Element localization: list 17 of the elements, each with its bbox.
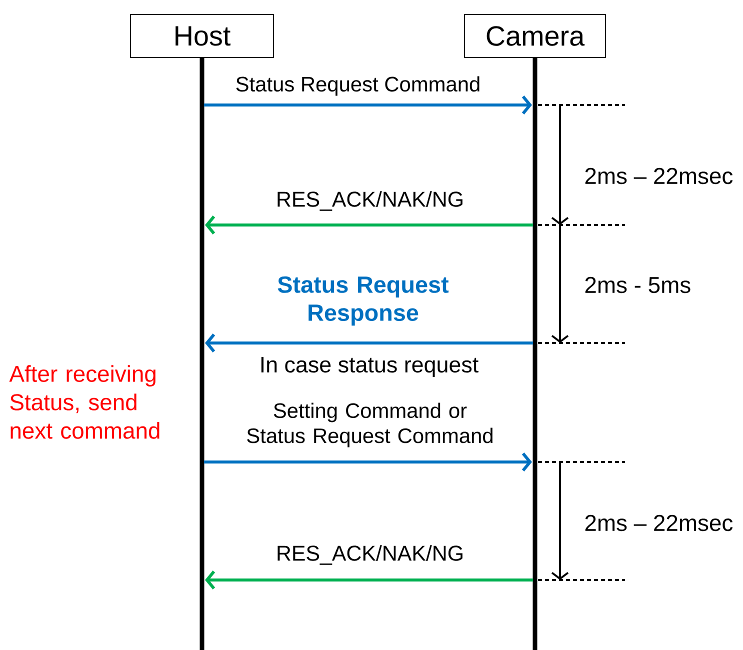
edge-label: Status Request Command	[236, 76, 480, 96]
condition-text: In case status request	[261, 356, 478, 378]
lifeline-header-box: Host	[130, 14, 274, 58]
edge-label: Status Request Response	[278, 276, 449, 326]
arrow	[205, 570, 533, 590]
arrow	[205, 216, 533, 234]
lifeline-header-box: Camera	[464, 14, 606, 58]
timing-label: 2ms – 22msec	[585, 514, 733, 532]
arrow	[204, 96, 532, 114]
timing-label: 2ms - 5ms	[585, 276, 690, 294]
edge-label: Setting Command or Status Request Command	[247, 402, 492, 448]
note-text: After receiving Status, send next command	[9, 365, 160, 439]
arrow	[204, 452, 532, 472]
timing-label: 2ms – 22msec	[585, 168, 733, 184]
edge-label: RES_ACK/NAK/NG	[278, 191, 462, 211]
edge-label: RES_ACK/NAK/NG	[278, 545, 462, 565]
arrow	[205, 334, 533, 352]
